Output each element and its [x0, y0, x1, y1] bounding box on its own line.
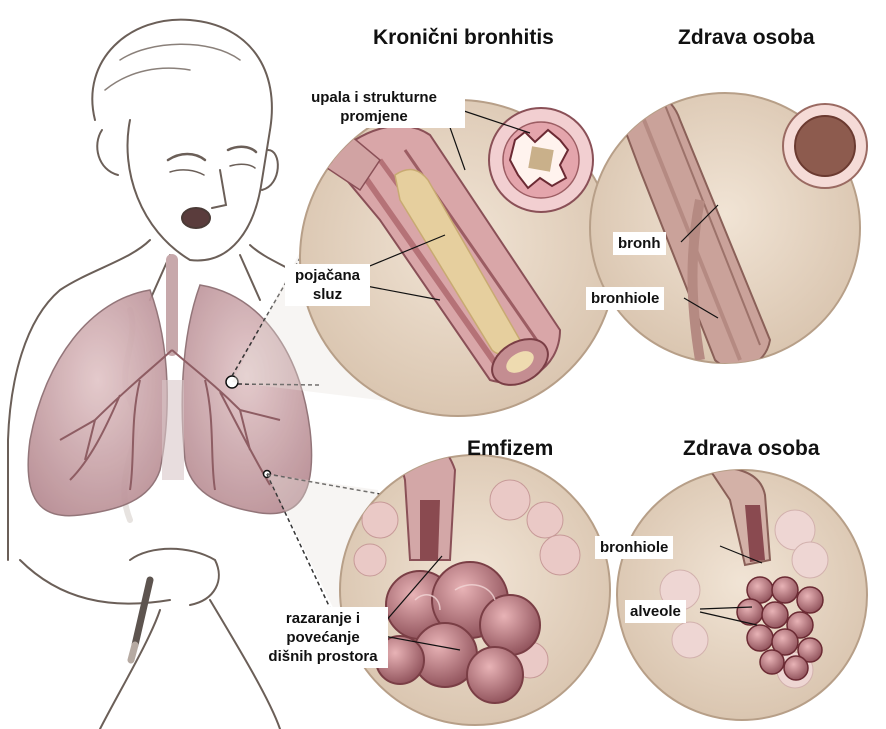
label-destruction: razaranje i povećanje dišnih prostora [258, 607, 388, 668]
circle-healthy-top [590, 88, 867, 368]
label-mucus: pojačana sluz [285, 264, 370, 306]
label-bronchus: bronh [613, 232, 666, 255]
title-healthy-top: Zdrava osoba [678, 26, 815, 50]
title-healthy-bottom: Zdrava osoba [683, 437, 820, 461]
label-inflammation: upala i strukturne promjene [283, 86, 465, 128]
label-bronchioles-top: bronhiole [586, 287, 664, 310]
label-alveoli: alveole [625, 600, 686, 623]
title-emphysema: Emfizem [467, 437, 553, 461]
circle-emphysema [340, 436, 610, 725]
circle-healthy-bottom [617, 468, 867, 720]
circle-chronic-bronchitis [300, 100, 616, 416]
label-bronchioles-bottom: bronhiole [595, 536, 673, 559]
title-chronic-bronchitis: Kronični bronhitis [373, 26, 554, 50]
